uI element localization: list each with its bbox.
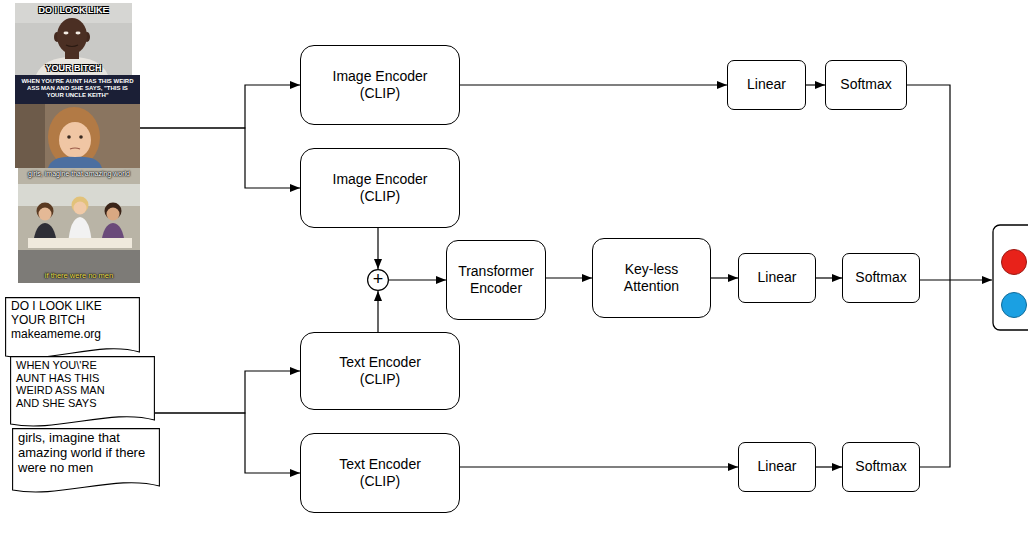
- document-outline: [11, 357, 155, 426]
- layer-box: Softmax: [842, 253, 920, 303]
- face: [107, 208, 120, 221]
- layer-box: Softmax: [842, 442, 920, 492]
- layer-box: Linear: [727, 60, 806, 110]
- flow-arrow: [460, 466, 738, 467]
- document-outline: [13, 429, 160, 492]
- meme-caption: WHEN YOU'RE AUNT HAS THIS WEIRD ASS MAN …: [15, 75, 140, 102]
- layer-box: Linear: [738, 253, 816, 303]
- meme-background: [15, 3, 132, 75]
- flow-arrow: [460, 84, 727, 85]
- face: [57, 18, 87, 54]
- shirt: [48, 157, 102, 168]
- meme-caption: girls, imagine that amazing world: [20, 170, 138, 178]
- box-label: Image Encoder (CLIP): [324, 68, 436, 103]
- box-label: Linear: [732, 76, 802, 94]
- eye: [79, 135, 83, 139]
- flow-arrow: [389, 279, 446, 280]
- class-dot: [1002, 293, 1027, 318]
- flow-arrow: [806, 84, 825, 85]
- text-document: girls, imagine that amazing world if the…: [12, 428, 160, 498]
- mouth: [70, 148, 80, 149]
- sum-circle: [368, 270, 389, 291]
- meme-picture: [15, 75, 140, 168]
- class-dot: [1002, 250, 1027, 275]
- meme-picture: [15, 3, 132, 75]
- meme-image: DO I LOOK LIKE YOUR BITCH: [15, 3, 132, 75]
- meme-caption: DO I LOOK LIKE: [17, 5, 130, 15]
- flow-arrow: [140, 85, 300, 128]
- document-outline: [6, 298, 140, 358]
- meme-background: [15, 104, 45, 168]
- meme-background: [18, 168, 140, 283]
- box-label: Softmax: [830, 76, 902, 94]
- caption-text: DO I LOOK LIKE YOUR BITCH makeameme.org: [5, 297, 129, 341]
- flow-arrow: [377, 228, 378, 269]
- operator-symbol: +: [367, 269, 389, 290]
- output-arrow: [920, 279, 992, 280]
- text-document: DO I LOOK LIKE YOUR BITCH makeameme.org: [5, 297, 140, 364]
- box-label: Softmax: [846, 269, 916, 287]
- meme-background: [15, 75, 140, 168]
- output-box: [993, 225, 1028, 330]
- caption-text: WHEN YOU\'RE AUNT HAS THIS WEIRD ASS MAN…: [10, 356, 124, 410]
- hair: [105, 203, 122, 220]
- meme-caption: YOUR BITCH: [17, 63, 130, 73]
- flow-arrow: [816, 466, 842, 467]
- box-label: Key-less Attention: [610, 261, 694, 296]
- face: [74, 202, 87, 215]
- meme-caption: if there were no men: [20, 272, 138, 281]
- floor: [18, 250, 140, 283]
- face: [39, 208, 52, 221]
- face: [59, 122, 91, 158]
- meme-background: [15, 104, 140, 168]
- encoder-box: Image Encoder (CLIP): [300, 45, 460, 125]
- layer-box: Softmax: [825, 60, 907, 110]
- flow-arrow: [140, 128, 300, 188]
- box-label: Text Encoder (CLIP): [328, 456, 432, 491]
- flow-arrow: [155, 413, 300, 473]
- encoder-box: Text Encoder (CLIP): [300, 433, 460, 513]
- box-label: Image Encoder (CLIP): [324, 171, 436, 206]
- box-label: Text Encoder (CLIP): [328, 354, 432, 389]
- eye: [64, 32, 69, 35]
- flow-arrow: [711, 277, 738, 278]
- meme-picture: [18, 168, 140, 283]
- box-label: Transformer Encoder: [452, 263, 540, 298]
- mouth: [66, 45, 78, 47]
- meme-image: WHEN YOU'RE AUNT HAS THIS WEIRD ASS MAN …: [15, 75, 140, 168]
- flow-arrow: [377, 291, 378, 332]
- flow-arrow: [155, 371, 300, 413]
- eye: [67, 135, 71, 139]
- layer-box: Linear: [738, 442, 816, 492]
- encoder-box: Text Encoder (CLIP): [300, 332, 460, 410]
- hair: [72, 197, 89, 214]
- meme-image: girls, imagine that amazing world if ther…: [18, 168, 140, 283]
- box-label: Linear: [742, 458, 812, 476]
- text-document: WHEN YOU\'RE AUNT HAS THIS WEIRD ASS MAN…: [10, 356, 155, 432]
- process-box: Transformer Encoder: [446, 240, 546, 320]
- process-box: Key-less Attention: [592, 238, 711, 318]
- flow-arrow: [546, 277, 592, 278]
- box-label: Linear: [742, 269, 812, 287]
- hair: [37, 203, 54, 220]
- box-label: Softmax: [846, 458, 916, 476]
- sum-node: +: [367, 269, 389, 291]
- table: [28, 238, 132, 248]
- caption-text: girls, imagine that amazing world if the…: [12, 428, 146, 476]
- eye: [76, 32, 81, 35]
- flow-arrow: [816, 277, 842, 278]
- encoder-box: Image Encoder (CLIP): [300, 148, 460, 228]
